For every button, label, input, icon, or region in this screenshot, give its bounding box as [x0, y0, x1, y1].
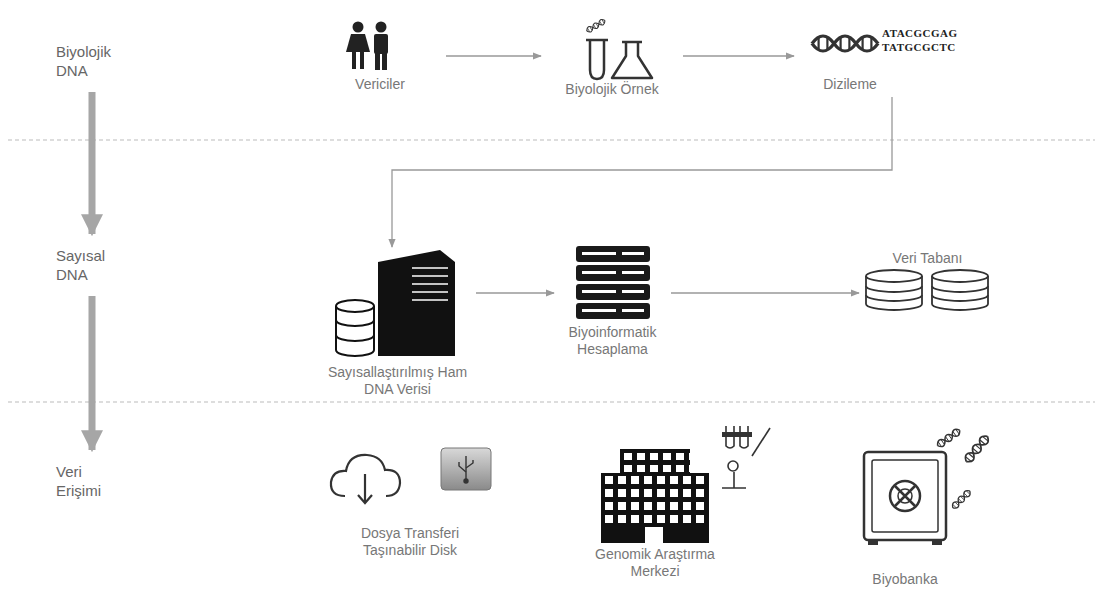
building-icon: [601, 426, 770, 543]
transfer-icon: [331, 448, 491, 503]
node-label: Biyolojik DNA: [56, 42, 141, 80]
band-arrow: [89, 296, 96, 450]
sequence-text: TATGCGCTC: [882, 41, 956, 53]
node-label: Veri Tabanı: [865, 250, 990, 267]
computation-node: Biyoinformatik Hesaplama: [560, 242, 665, 358]
sequencing-node: Dizileme: [800, 30, 900, 93]
flow-arrow: [683, 55, 794, 56]
band-arrow: [89, 92, 96, 234]
sequencing-icon: [812, 36, 878, 51]
raw-data-node: Sayısallaştırılmış Ham DNA Verisi: [325, 248, 470, 398]
rack-icon: [576, 246, 650, 319]
band-label: Biyolojik DNA: [56, 42, 141, 80]
flow-arrow: [671, 292, 859, 293]
safe-icon: [864, 427, 991, 545]
node-label: Sayısallaştırılmış Ham DNA Verisi: [325, 364, 470, 398]
sequence-text: ATACGCGAG: [882, 27, 958, 39]
biobank-node: Biyobanka: [850, 445, 960, 588]
server-icon: [336, 250, 455, 356]
node-label: Sayısal DNA: [56, 246, 131, 284]
node-label: Dizileme: [800, 76, 900, 93]
node-label: Biyolojik Örnek: [547, 81, 677, 98]
sample-node: Biyolojik Örnek: [547, 15, 677, 98]
node-label: Genomik Araştırma Merkezi: [580, 546, 730, 580]
band-label: Veri Erişimi: [56, 462, 126, 500]
donors-node: Vericiler: [320, 18, 440, 93]
band-label: Sayısal DNA: [56, 246, 131, 284]
flow-arrow: [476, 292, 554, 293]
node-label: Vericiler: [320, 76, 440, 93]
database-icon: [866, 270, 988, 310]
transfer-node: Dosya Transferi Taşınabilir Disk: [335, 445, 485, 559]
research-centre-node: Genomik Araştırma Merkezi: [580, 440, 730, 580]
node-label: Biyoinformatik Hesaplama: [560, 324, 665, 358]
database-node: Veri Tabanı: [865, 250, 990, 329]
donors-icon: [346, 22, 388, 71]
flow-arrow: [446, 55, 541, 56]
flow-arrow: [392, 97, 892, 247]
node-label: Dosya Transferi Taşınabilir Disk: [335, 525, 485, 559]
node-label: Veri Erişimi: [56, 462, 126, 500]
band-divider: [8, 140, 1095, 402]
sample-icon: [585, 18, 652, 79]
node-label: Biyobanka: [850, 571, 960, 588]
